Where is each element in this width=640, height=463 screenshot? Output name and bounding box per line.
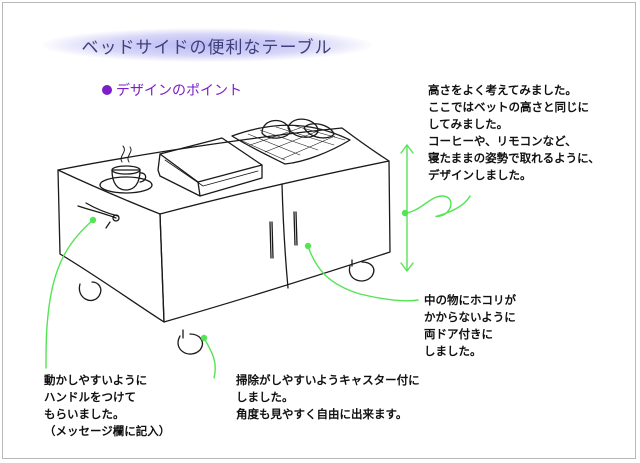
title-glow	[42, 28, 372, 62]
table-front-panel	[159, 160, 391, 323]
leader-height	[404, 195, 471, 218]
title-banner: ベッドサイドの便利なテーブル	[42, 28, 372, 62]
table-top	[57, 127, 390, 215]
book-bottom	[157, 153, 263, 197]
note-height: 高さをよく考えてみました。 ここではベットの高さと同じに してみました。 コーヒ…	[428, 83, 600, 182]
note-caster: 掃除がしやすいようキャスター付に しました。 角度も見やすく自由に出来ます。	[236, 373, 420, 421]
coffee-cup	[111, 169, 141, 191]
saucer	[99, 176, 153, 194]
page-frame	[2, 2, 636, 459]
caster-front-left	[177, 333, 204, 355]
caster-right	[348, 261, 375, 282]
design-point-heading: デザインのポイント	[102, 80, 242, 100]
note-handle: 動かしやすいように ハンドルをつけて もらいました。 （メッセージ欄に記入）	[44, 373, 171, 438]
table-left-side	[57, 169, 165, 323]
door-divider	[281, 183, 289, 289]
basket	[231, 124, 351, 165]
left-door-knob	[269, 221, 274, 259]
right-door-knob	[293, 211, 298, 246]
page-title: ベッドサイドの便利なテーブル	[81, 38, 333, 58]
side-handle	[77, 202, 119, 229]
height-arrow-icon	[400, 143, 414, 273]
steam	[120, 145, 132, 163]
bread-roll-right	[287, 118, 319, 138]
leader-caster	[203, 337, 216, 379]
leader-doors	[307, 245, 419, 302]
caster-back-left	[78, 281, 102, 301]
bullet-dot-icon	[102, 85, 112, 95]
leader-handle	[45, 219, 94, 369]
design-point-label: デザインのポイント	[116, 83, 242, 99]
note-doors: 中の物にホコリが かからないように 両ドア付きに しました。	[424, 293, 516, 358]
